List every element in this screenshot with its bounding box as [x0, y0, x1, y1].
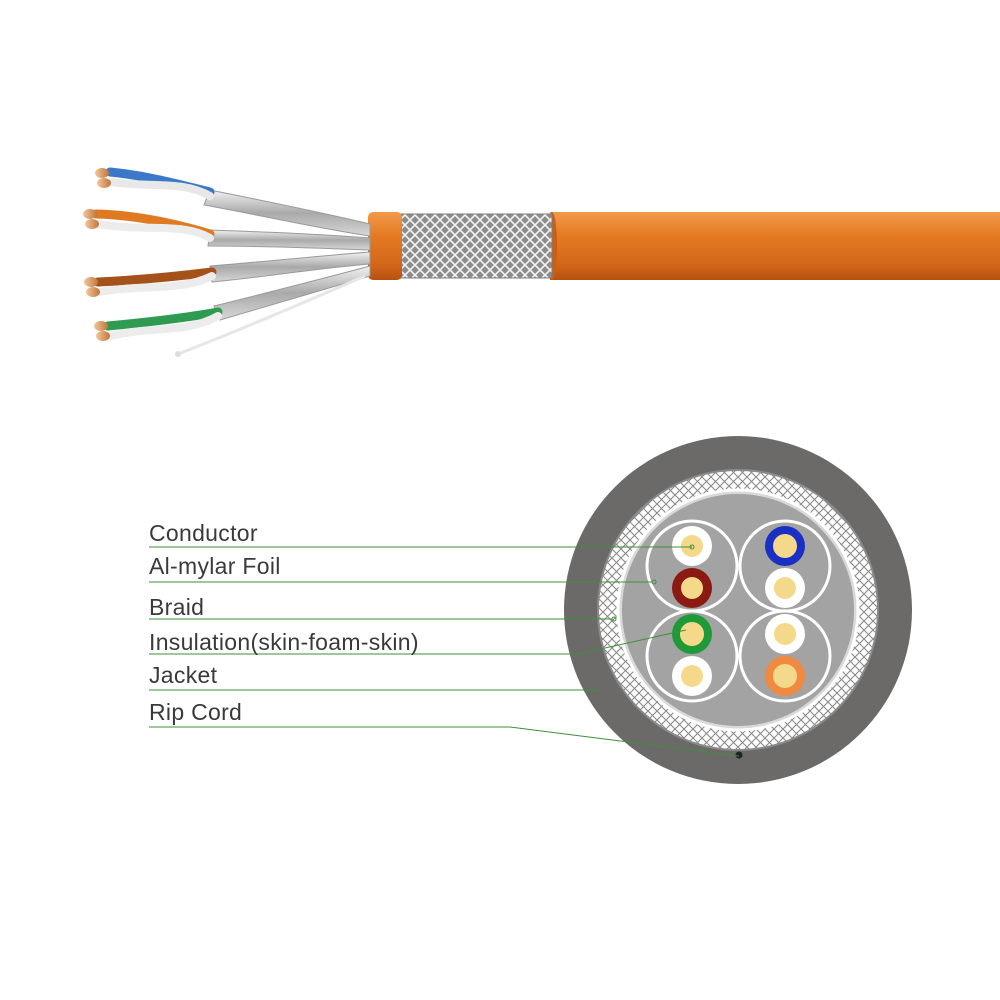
- foil-pairs: [203, 189, 371, 321]
- cut-ring: [368, 212, 402, 280]
- pair-foil-bl: [645, 609, 739, 703]
- rip-cord-strand: [177, 274, 366, 356]
- pair-blue: [95, 167, 215, 200]
- cross-section: [564, 436, 912, 784]
- conductors: [672, 526, 805, 696]
- cable-side-view: [83, 167, 1000, 357]
- leader-dots: [611, 544, 695, 622]
- label-al-mylar-foil: Al-mylar Foil: [149, 553, 281, 579]
- leader-insulation: [149, 629, 687, 655]
- label-rip-cord: Rip Cord: [149, 699, 243, 725]
- outer-jacket: [550, 212, 1000, 280]
- braid-section: [398, 214, 552, 278]
- leader-lines: [149, 546, 740, 757]
- rip-cord-dot: [735, 751, 743, 759]
- pair-green: [94, 307, 223, 341]
- pair-brown: [84, 267, 217, 297]
- label-braid: Braid: [149, 594, 205, 620]
- label-insulation: Insulation(skin-foam-skin): [149, 629, 419, 655]
- label-jacket: Jacket: [149, 662, 218, 688]
- leader-rip-cord: [149, 726, 740, 757]
- pair-foil-br: [738, 609, 832, 703]
- pair-orange: [83, 209, 215, 242]
- label-conductor: Conductor: [149, 520, 258, 546]
